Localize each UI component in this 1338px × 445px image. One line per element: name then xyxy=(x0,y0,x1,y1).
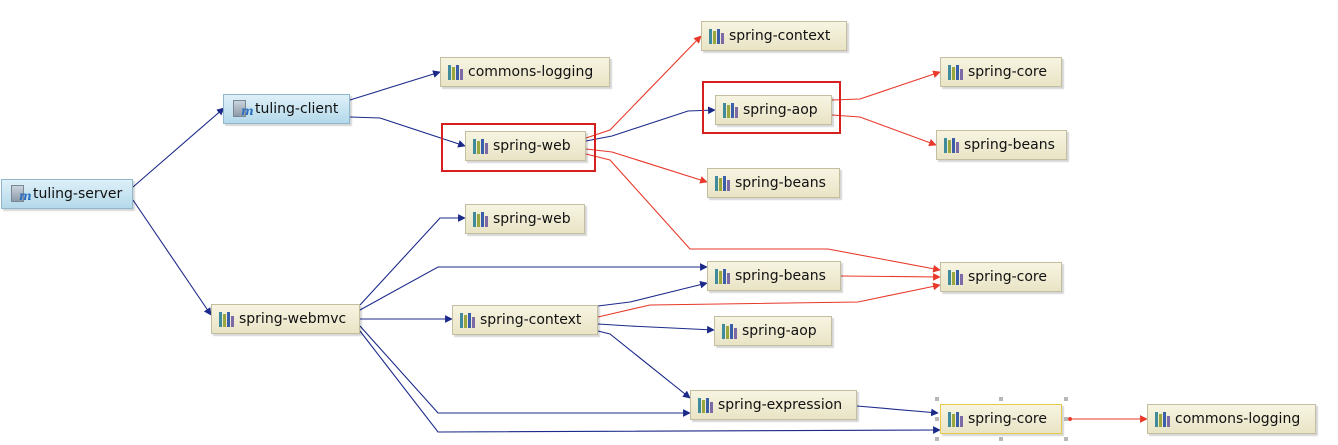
node-label: commons-logging xyxy=(468,64,594,80)
node-spring-beans[interactable]: spring-beans xyxy=(936,130,1067,160)
node-spring-core-selected[interactable]: spring-core xyxy=(940,404,1062,434)
selection-handle[interactable] xyxy=(999,437,1003,441)
node-spring-context[interactable]: spring-context xyxy=(452,305,598,335)
library-icon xyxy=(460,312,475,328)
node-label: spring-core xyxy=(968,269,1047,285)
node-label: spring-web xyxy=(493,211,571,227)
node-label: spring-context xyxy=(480,312,582,328)
node-spring-context[interactable]: spring-context xyxy=(701,21,847,51)
edge-spring-webmvc-to-spring-beans xyxy=(359,263,708,311)
highlight-box-spring-web xyxy=(441,123,596,172)
library-icon xyxy=(715,268,730,284)
node-commons-logging[interactable]: commons-logging xyxy=(1147,404,1316,434)
selection-handle[interactable] xyxy=(1064,417,1068,421)
node-spring-aop[interactable]: spring-aop xyxy=(715,95,832,125)
node-label: spring-core xyxy=(968,64,1047,80)
selection-handle[interactable] xyxy=(1064,397,1068,401)
node-spring-aop[interactable]: spring-aop xyxy=(714,316,832,346)
library-icon xyxy=(698,397,713,413)
edge-spring-web-to-spring-context xyxy=(585,35,702,139)
selection-handle[interactable] xyxy=(1064,437,1068,441)
library-icon xyxy=(473,211,488,227)
node-label: spring-webmvc xyxy=(239,311,347,327)
edge-spring-webmvc-to-spring-core-bottom xyxy=(359,330,941,434)
edge-spring-webmvc-to-spring-expression xyxy=(359,325,691,417)
maven-module-icon: m xyxy=(231,100,254,118)
edge-spring-beans-to-spring-core xyxy=(840,273,941,281)
node-label: tuling-server xyxy=(33,186,123,202)
node-spring-expression[interactable]: spring-expression xyxy=(690,390,857,420)
library-icon xyxy=(944,137,959,153)
selection-handle[interactable] xyxy=(999,397,1003,401)
edge-spring-context-to-spring-aop xyxy=(597,323,715,334)
node-label: spring-context xyxy=(729,28,831,44)
node-label: spring-beans xyxy=(735,268,826,284)
edge-spring-expression-to-spring-core xyxy=(856,405,939,417)
node-label: spring-aop xyxy=(743,102,818,118)
node-label: spring-beans xyxy=(964,137,1055,153)
node-label: spring-web xyxy=(493,138,571,154)
edge-spring-webmvc-to-spring-web xyxy=(359,214,466,306)
library-icon xyxy=(219,311,234,327)
maven-module-icon: m xyxy=(9,185,32,203)
edge-spring-context-to-spring-core xyxy=(597,282,941,318)
node-spring-webmvc[interactable]: spring-webmvc xyxy=(211,304,360,334)
library-icon xyxy=(948,64,963,80)
node-spring-web[interactable]: spring-web xyxy=(465,131,586,161)
selection-handle[interactable] xyxy=(935,417,939,421)
library-icon xyxy=(448,64,463,80)
node-label: spring-aop xyxy=(742,323,817,339)
node-commons-logging[interactable]: commons-logging xyxy=(440,57,610,87)
node-label: spring-beans xyxy=(735,175,826,191)
node-spring-beans[interactable]: spring-beans xyxy=(707,261,841,291)
node-tuling-server[interactable]: m tuling-server xyxy=(1,179,133,209)
library-icon xyxy=(723,102,738,118)
edge-spring-web-to-spring-core-mid xyxy=(585,153,941,273)
highlight-box-spring-aop xyxy=(702,81,841,134)
edge-tuling-client-to-commons-logging xyxy=(349,70,441,101)
edge-spring-web-to-spring-beans xyxy=(585,148,708,184)
node-spring-beans[interactable]: spring-beans xyxy=(707,168,840,198)
node-label: commons-logging xyxy=(1175,411,1301,427)
node-label: spring-core xyxy=(968,411,1047,427)
node-label: tuling-client xyxy=(255,101,339,117)
library-icon xyxy=(722,323,737,339)
edge-spring-aop-to-spring-core xyxy=(831,70,941,101)
node-spring-core[interactable]: spring-core xyxy=(940,262,1062,292)
library-icon xyxy=(1155,411,1170,427)
selection-handle[interactable] xyxy=(935,437,939,441)
node-spring-core[interactable]: spring-core xyxy=(940,57,1062,87)
node-tuling-client[interactable]: m tuling-client xyxy=(223,94,350,124)
edge-spring-context-to-spring-beans xyxy=(597,280,708,307)
edge-tuling-server-to-tuling-client xyxy=(132,107,225,188)
edge-spring-aop-to-spring-beans xyxy=(831,114,937,147)
library-icon xyxy=(709,28,724,44)
edge-tuling-server-to-spring-webmvc xyxy=(132,199,212,316)
library-icon xyxy=(948,411,963,427)
edge-spring-web-to-spring-aop xyxy=(585,106,716,142)
node-spring-web[interactable]: spring-web xyxy=(465,204,585,234)
edge-origin-dot xyxy=(1068,417,1072,421)
library-icon xyxy=(715,175,730,191)
edge-tuling-client-to-spring-web xyxy=(349,116,466,148)
library-icon xyxy=(473,138,488,154)
node-label: spring-expression xyxy=(718,397,843,413)
edge-spring-context-to-spring-expression xyxy=(597,330,691,399)
library-icon xyxy=(948,269,963,285)
selection-handle[interactable] xyxy=(935,397,939,401)
